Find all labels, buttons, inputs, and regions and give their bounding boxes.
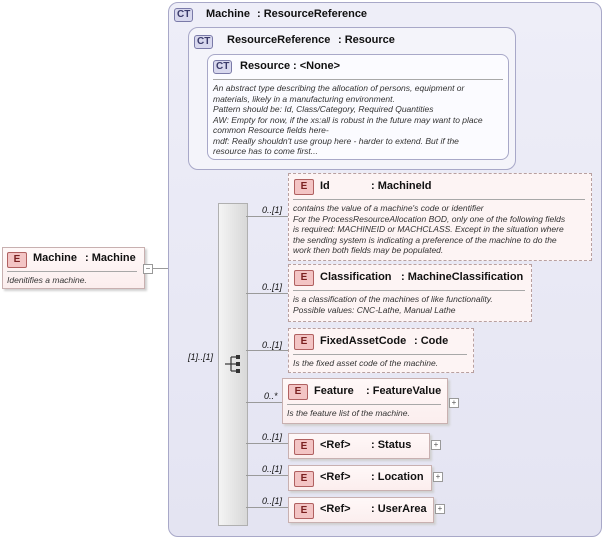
child-connector: [246, 402, 282, 403]
complex-type-name: ResourceReference: [227, 34, 331, 46]
resource-separator: [213, 79, 503, 80]
element-name: FixedAssetCode: [320, 335, 407, 347]
element-type: : UserArea: [371, 503, 427, 515]
child-cardinality: 0..[1]: [262, 282, 283, 292]
element-type: : FeatureValue: [366, 385, 442, 397]
sequence-icon: [225, 355, 240, 373]
complex-type-name: Machine: [206, 8, 251, 20]
complex-type-name: Resource: [240, 60, 291, 72]
element-name: Classification: [320, 271, 392, 283]
element-feature[interactable]: E Feature : FeatureValue Is the feature …: [282, 378, 448, 424]
element-type: : MachineClassification: [401, 271, 524, 283]
complex-type-base: : Resource: [338, 34, 395, 46]
complex-type-base: : ResourceReference: [257, 8, 368, 20]
child-connector: [246, 350, 288, 351]
element-fixed-asset-code[interactable]: E FixedAssetCode : Code Is the fixed ass…: [288, 328, 474, 373]
element-id[interactable]: E Id : MachineId contains the value of a…: [288, 173, 592, 261]
child-connector: [246, 293, 288, 294]
element-badge: E: [294, 471, 314, 487]
child-cardinality: 0..[1]: [262, 205, 283, 215]
connector-root-h: [145, 268, 178, 269]
child-connector: [246, 507, 288, 508]
resource-doc: An abstract type describing the allocati…: [213, 83, 483, 156]
expand-button[interactable]: +: [449, 398, 459, 408]
element-separator: [287, 404, 441, 405]
expand-button[interactable]: +: [435, 504, 445, 514]
complex-type-badge: CT: [194, 35, 214, 49]
element-name: Feature: [314, 385, 354, 397]
element-classification[interactable]: E Classification : MachineClassification…: [288, 264, 532, 322]
element-separator: [293, 290, 525, 291]
sequence-compositor[interactable]: [218, 203, 248, 526]
child-cardinality: 0..[1]: [262, 464, 283, 474]
root-element-machine[interactable]: E Machine : Machine Idenitifies a machin…: [2, 247, 145, 289]
element-badge: E: [294, 503, 314, 519]
expand-button[interactable]: +: [431, 440, 441, 450]
element-doc: Is the fixed asset code of the machine.: [293, 358, 439, 368]
element-name: <Ref>: [320, 439, 351, 451]
child-cardinality: 0..[1]: [262, 340, 283, 350]
element-badge: E: [294, 179, 314, 195]
expand-button[interactable]: +: [433, 472, 443, 482]
complex-type-badge: CT: [174, 8, 194, 22]
element-separator: [293, 354, 467, 355]
complex-type-badge: CT: [213, 60, 233, 74]
element-badge: E: [294, 439, 314, 455]
child-cardinality: 0..[1]: [262, 432, 283, 442]
element-ref-user-area[interactable]: E <Ref> : UserArea: [288, 497, 434, 523]
element-doc: is a classification of the machines of l…: [293, 294, 493, 315]
complex-type-resource: CT Resource : <None> An abstract type de…: [207, 54, 509, 160]
child-cardinality: 0..[1]: [262, 496, 283, 506]
root-element-name: Machine: [33, 252, 78, 264]
element-ref-status[interactable]: E <Ref> : Status: [288, 433, 430, 459]
element-badge: E: [7, 252, 27, 268]
root-element-type: : Machine: [85, 252, 136, 264]
child-connector: [246, 216, 288, 217]
element-badge: E: [294, 334, 314, 350]
element-separator: [293, 199, 585, 200]
element-ref-location[interactable]: E <Ref> : Location: [288, 465, 432, 491]
element-name: <Ref>: [320, 503, 351, 515]
element-name: <Ref>: [320, 471, 351, 483]
element-name: Id: [320, 180, 330, 192]
root-separator: [7, 271, 137, 272]
element-doc: contains the value of a machine's code o…: [293, 203, 566, 255]
element-type: : MachineId: [371, 180, 432, 192]
element-type: : Status: [371, 439, 412, 451]
root-collapse-button[interactable]: −: [143, 264, 153, 274]
element-badge: E: [294, 270, 314, 286]
element-doc: Is the feature list of the machine.: [287, 408, 410, 418]
child-cardinality: 0..*: [264, 391, 278, 401]
complex-type-base: : <None>: [293, 60, 341, 72]
element-badge: E: [288, 384, 308, 400]
element-type: : Code: [414, 335, 449, 347]
child-connector: [246, 475, 288, 476]
sequence-cardinality: [1]..[1]: [188, 352, 214, 362]
child-connector: [246, 443, 288, 444]
root-element-doc: Idenitifies a machine.: [7, 275, 87, 285]
element-type: : Location: [371, 471, 424, 483]
